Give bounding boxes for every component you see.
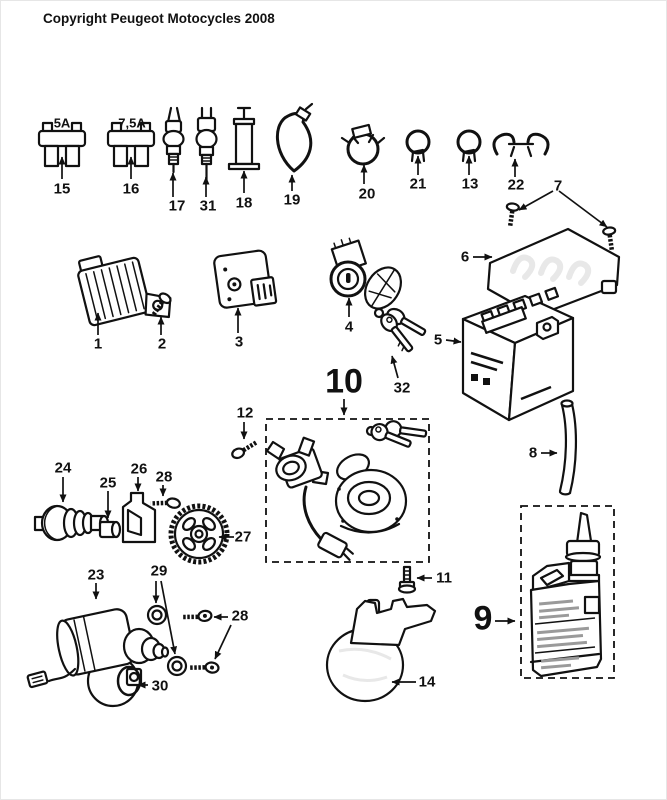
part-label-27: 27 <box>234 528 252 546</box>
starter-drive-drawing <box>33 504 110 542</box>
fuse-5a-rating: 5A <box>53 115 71 131</box>
part-label-12: 12 <box>236 404 254 422</box>
lock-screw-drawing <box>231 440 258 460</box>
relay-drawing <box>213 249 278 309</box>
part-label-1: 1 <box>93 335 103 353</box>
part-label-19: 19 <box>283 191 301 209</box>
part-label-15: 15 <box>53 180 71 198</box>
cable-tie-drawing <box>275 102 314 173</box>
glow-plug-drawing <box>195 106 218 183</box>
fuse-5a-drawing <box>37 121 87 168</box>
part-label-6: 6 <box>460 248 470 266</box>
part-label-29: 29 <box>150 562 168 580</box>
battery-drawing <box>461 286 575 422</box>
starter-motor-drawing <box>26 608 170 708</box>
part-label-20: 20 <box>358 185 376 203</box>
ignition-switch-drawing <box>265 436 354 561</box>
part-label-28a: 28 <box>155 468 173 486</box>
part-label-4: 4 <box>344 318 354 336</box>
fuse-7-5a-rating: 7,5A <box>118 115 146 131</box>
part-label-23: 23 <box>87 566 105 584</box>
lock-set-box <box>265 418 430 563</box>
part-label-18: 18 <box>235 194 253 212</box>
part-label-2: 2 <box>157 335 167 353</box>
leader-arrows <box>58 155 608 689</box>
cover-screws-drawing <box>505 202 617 252</box>
o-ring-drawing <box>116 665 142 697</box>
regulator-screw-drawing <box>151 292 172 317</box>
part-label-5: 5 <box>433 331 443 349</box>
battery-cover-drawing <box>486 227 621 318</box>
grease-tube-drawing <box>227 106 261 171</box>
wire-clip-drawing <box>492 132 550 158</box>
oil-bottle-drawing <box>529 511 603 678</box>
starter-screws-drawing <box>182 609 220 674</box>
regulator-drawing <box>77 255 172 327</box>
spare-keys-drawing <box>373 307 427 353</box>
fuse-7-5a-drawing <box>106 121 156 168</box>
part-label-3: 3 <box>234 333 244 351</box>
drive-bracket-drawing <box>121 491 157 544</box>
cap-bolt-drawing <box>397 565 417 594</box>
clip-13-drawing <box>456 129 482 163</box>
part-label-22: 22 <box>507 176 525 194</box>
part-label-9: 9 <box>473 599 493 638</box>
part-label-7: 7 <box>553 177 563 195</box>
starter-gear-drawing <box>168 503 230 565</box>
breather-hose-drawing <box>558 399 578 496</box>
clip-21-drawing <box>405 129 431 163</box>
bracket-screw-drawing <box>150 497 181 509</box>
part-label-32: 32 <box>393 379 411 397</box>
hose-clamp-drawing <box>340 123 386 166</box>
part-label-13: 13 <box>461 175 479 193</box>
lockset-keys-drawing <box>365 420 428 448</box>
copyright-text: Copyright Peugeot Motocycles 2008 <box>43 11 275 26</box>
battery-tray-drawing <box>325 597 437 703</box>
part-label-28b: 28 <box>231 607 249 625</box>
part-label-25: 25 <box>99 474 117 492</box>
fuel-cap-drawing <box>334 453 408 534</box>
part-label-24: 24 <box>54 459 72 477</box>
spacer-drawing <box>98 520 122 539</box>
starter-washers-drawing <box>146 604 188 677</box>
part-label-8: 8 <box>528 444 538 462</box>
part-label-11: 11 <box>436 569 452 587</box>
part-label-10: 10 <box>325 362 363 401</box>
part-label-14: 14 <box>418 673 436 691</box>
oil-kit-box <box>520 505 615 679</box>
part-label-26: 26 <box>130 460 148 478</box>
spark-plug-drawing <box>162 106 185 174</box>
part-label-21: 21 <box>409 175 427 193</box>
part-label-31: 31 <box>199 197 217 215</box>
part-label-17: 17 <box>168 197 186 215</box>
ignition-lock-drawing <box>329 237 402 310</box>
part-label-16: 16 <box>122 180 140 198</box>
part-label-30: 30 <box>151 677 169 695</box>
